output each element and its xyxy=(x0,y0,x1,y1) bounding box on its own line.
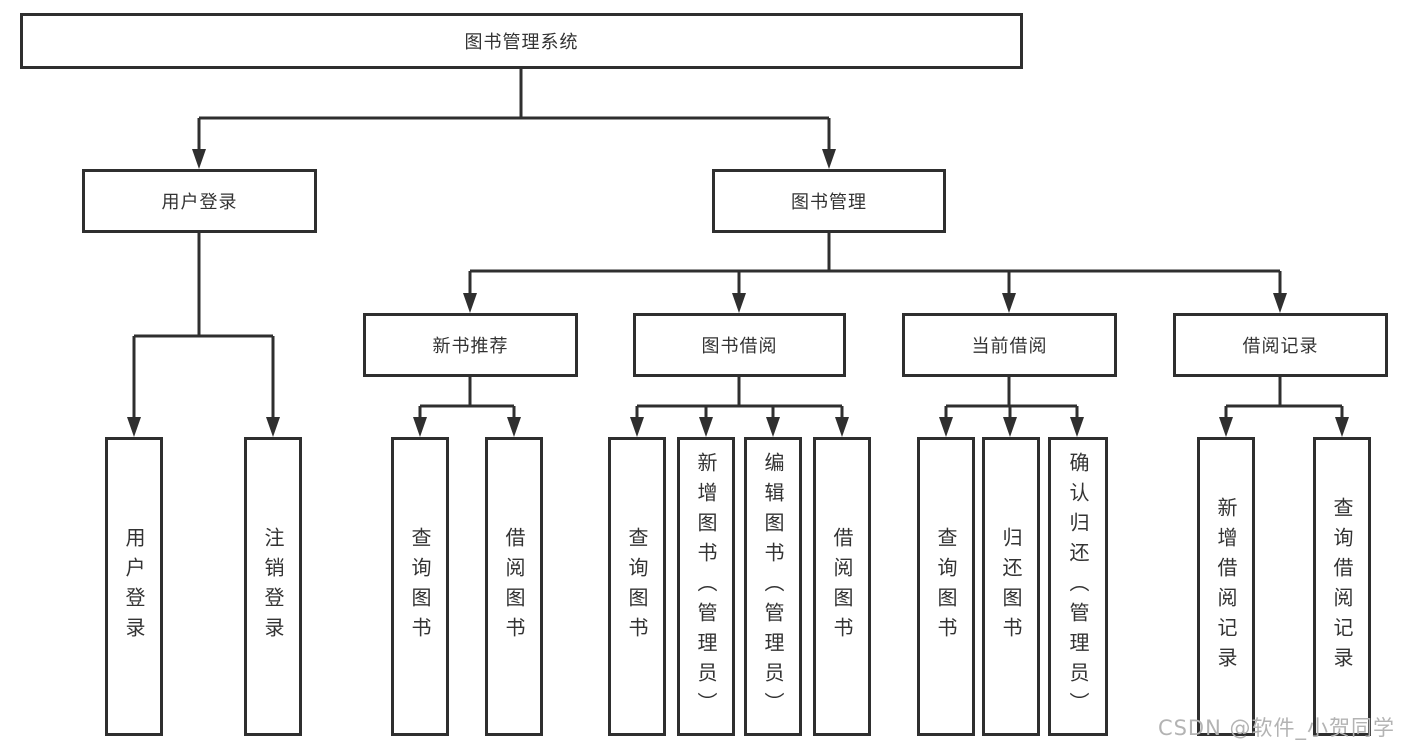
arrowhead xyxy=(1002,293,1016,313)
connector-userlogin-to-leaves xyxy=(132,233,275,420)
node-leaf-edit-books-admin: 编辑图书（管理员） xyxy=(744,437,802,736)
arrowhead xyxy=(1273,293,1287,313)
connector-root-to-level2 xyxy=(197,69,831,152)
leaf-label: 查询图书 xyxy=(625,526,649,647)
leaf-label: 用户登录 xyxy=(122,526,146,647)
leaf-label: 注销登录 xyxy=(261,526,285,647)
leaf-label: 查询借阅记录 xyxy=(1330,496,1354,677)
arrowhead xyxy=(835,417,849,437)
arrowhead xyxy=(699,417,713,437)
connector-currentborrow-to-leaves xyxy=(944,377,1079,420)
leaf-label: 新增图书（管理员） xyxy=(694,451,718,722)
node-leaf-query-borrow-record: 查询借阅记录 xyxy=(1313,437,1371,736)
node-leaf-confirm-return-admin: 确认归还（管理员） xyxy=(1048,437,1108,736)
connector-bookborrow-to-leaves xyxy=(635,377,844,420)
node-leaf-borrow-books: 借阅图书 xyxy=(485,437,543,736)
connector-newbook-to-leaves xyxy=(418,377,516,420)
node-leaf-logout: 注销登录 xyxy=(244,437,302,736)
leaf-label: 借阅图书 xyxy=(830,526,854,647)
node-leaf-return-books: 归还图书 xyxy=(982,437,1040,736)
node-leaf-query-books-borrow: 查询图书 xyxy=(608,437,666,736)
arrowhead xyxy=(507,417,521,437)
arrowhead xyxy=(192,149,206,169)
connector-bookmgmt-to-level3 xyxy=(468,233,1282,296)
node-user-login: 用户登录 xyxy=(82,169,317,233)
arrowhead xyxy=(732,293,746,313)
arrowhead xyxy=(822,149,836,169)
connector-borrowrecord-to-leaves xyxy=(1224,377,1344,420)
csdn-watermark: CSDN @软件_小贺同学 xyxy=(1157,716,1395,740)
arrowhead xyxy=(127,417,141,437)
arrowhead xyxy=(413,417,427,437)
leaf-label: 确认归还（管理员） xyxy=(1066,451,1090,722)
arrowhead xyxy=(1219,417,1233,437)
node-leaf-query-books-current: 查询图书 xyxy=(917,437,975,736)
leaf-label: 归还图书 xyxy=(999,526,1023,647)
arrowhead xyxy=(1070,417,1084,437)
arrowhead xyxy=(766,417,780,437)
leaf-label: 编辑图书（管理员） xyxy=(761,451,785,722)
node-borrowing-records: 借阅记录 xyxy=(1173,313,1388,377)
arrowhead xyxy=(1335,417,1349,437)
leaf-label: 新增借阅记录 xyxy=(1214,496,1238,677)
node-leaf-add-books-admin: 新增图书（管理员） xyxy=(677,437,735,736)
node-leaf-borrow-books-2: 借阅图书 xyxy=(813,437,871,736)
leaf-label: 查询图书 xyxy=(408,526,432,647)
arrowhead xyxy=(939,417,953,437)
node-leaf-user-login: 用户登录 xyxy=(105,437,163,736)
node-leaf-add-borrow-record: 新增借阅记录 xyxy=(1197,437,1255,736)
leaf-label: 借阅图书 xyxy=(502,526,526,647)
node-current-borrowing: 当前借阅 xyxy=(902,313,1117,377)
node-root-library-management-system: 图书管理系统 xyxy=(20,13,1023,69)
node-new-book-recommendation: 新书推荐 xyxy=(363,313,578,377)
arrowhead xyxy=(1003,417,1017,437)
arrowhead xyxy=(630,417,644,437)
node-book-management: 图书管理 xyxy=(712,169,946,233)
node-book-borrowing: 图书借阅 xyxy=(633,313,846,377)
arrowhead xyxy=(266,417,280,437)
arrowhead xyxy=(463,293,477,313)
node-leaf-query-books: 查询图书 xyxy=(391,437,449,736)
leaf-label: 查询图书 xyxy=(934,526,958,647)
